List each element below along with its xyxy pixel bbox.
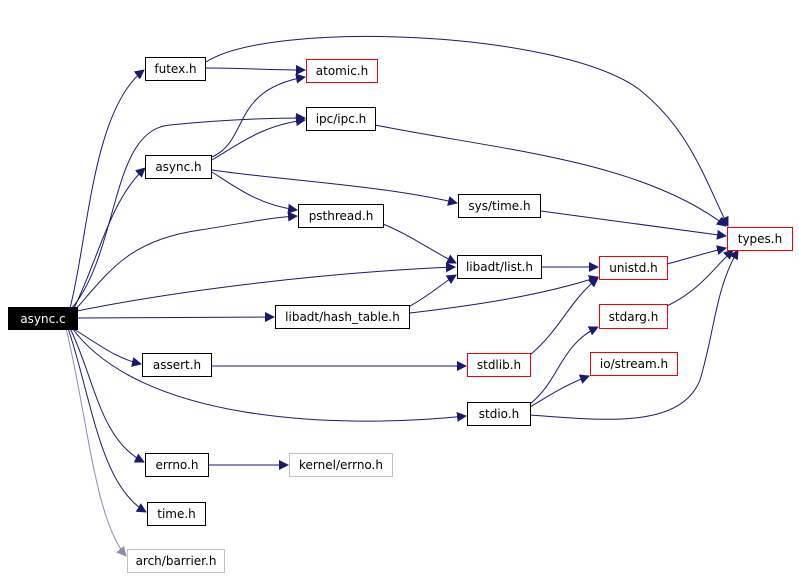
edge-async-c-futex-h xyxy=(69,69,145,309)
edge-futex-h-atomic-h xyxy=(205,64,306,75)
node-time-h[interactable]: time.h xyxy=(147,502,206,526)
edge-async-c-errno-h xyxy=(69,327,145,463)
edge-async-c-hash-h xyxy=(77,312,275,323)
edge-async-c-stdio-h xyxy=(71,327,467,422)
node-arch-barrier-h[interactable]: arch/barrier.h xyxy=(127,549,225,573)
edge-futex-h-types-h xyxy=(205,35,729,227)
edge-async-h-sys-time-h xyxy=(211,169,458,206)
node-stdarg-h[interactable]: stdarg.h xyxy=(599,304,668,329)
node-unistd-h[interactable]: unistd.h xyxy=(599,256,668,280)
node-async-h[interactable]: async.h xyxy=(145,155,212,179)
edge-async-c-ipc-h xyxy=(71,113,306,309)
node-stdlib-h[interactable]: stdlib.h xyxy=(467,353,531,377)
edge-async-h-atomic-h xyxy=(211,73,306,158)
edge-sys-time-h-types-h xyxy=(540,210,727,240)
node-libadt-hash-table-h[interactable]: libadt/hash_table.h xyxy=(275,305,410,329)
edge-async-c-time-h xyxy=(67,327,147,513)
edge-stdio-h-io-stream-h xyxy=(529,374,590,408)
edge-async-c-async-h xyxy=(73,167,146,309)
node-async-c[interactable]: async.c xyxy=(8,307,78,330)
edge-stdio-h-stdarg-h xyxy=(529,326,599,405)
node-stdio-h[interactable]: stdio.h xyxy=(467,402,531,426)
edge-stdio-h-types-h xyxy=(529,249,739,420)
edge-async-h-ipc-h xyxy=(211,116,306,161)
node-errno-h[interactable]: errno.h xyxy=(145,453,209,477)
edge-hash-h-unistd-h xyxy=(409,275,599,314)
node-io-stream-h[interactable]: io/stream.h xyxy=(590,352,678,376)
edge-ipc-h-types-h xyxy=(374,124,727,227)
node-assert-h[interactable]: assert.h xyxy=(142,353,212,377)
node-kernel-errno-h[interactable]: kernel/errno.h xyxy=(289,453,393,477)
node-atomic-h[interactable]: atomic.h xyxy=(306,59,378,83)
edge-async-c-assert-h xyxy=(71,327,142,367)
edge-async-c-list-h xyxy=(76,262,456,312)
node-libadt-list-h[interactable]: libadt/list.h xyxy=(457,255,542,279)
edge-psthread-h-list-h xyxy=(382,223,457,264)
node-sys-time-h[interactable]: sys/time.h xyxy=(458,194,541,218)
edge-stdarg-h-types-h xyxy=(666,249,734,307)
edge-async-h-psthread-h xyxy=(211,171,298,214)
edge-async-c-psthread-h xyxy=(75,211,298,310)
edge-async-c-arch-barrier-h xyxy=(65,327,127,557)
node-types-h[interactable]: types.h xyxy=(727,227,793,251)
node-ipc-h[interactable]: ipc/ipc.h xyxy=(306,107,376,131)
edge-stdlib-h-unistd-h xyxy=(529,277,599,356)
edge-hash-h-list-h xyxy=(409,274,457,307)
edge-unistd-h-types-h xyxy=(666,245,727,265)
node-psthread-h[interactable]: psthread.h xyxy=(298,204,384,228)
node-futex-h[interactable]: futex.h xyxy=(145,57,206,81)
